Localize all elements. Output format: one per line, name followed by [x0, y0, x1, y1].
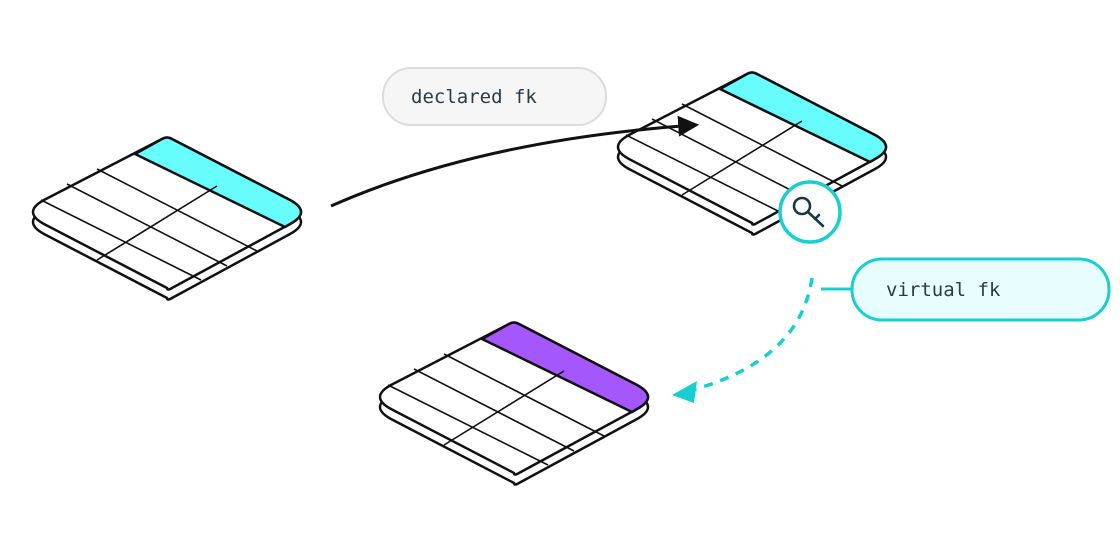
- virtual-fk-arrow: [691, 277, 814, 392]
- declared-fk-pill: [382, 67, 607, 126]
- virtual-fk-arrowhead: [672, 381, 697, 403]
- table-top-right: [616, 71, 888, 236]
- table-left-header-fill: [133, 136, 303, 229]
- declared-fk-label: declared fk: [382, 67, 607, 126]
- table-bottom-grid: [387, 353, 605, 466]
- table-bottom-header-fill: [480, 321, 650, 414]
- virtual-fk-pill: [850, 257, 1111, 322]
- virtual-fk-label: virtual fk: [850, 257, 1111, 322]
- virtual-fk-text: virtual fk: [886, 279, 1001, 301]
- table-bottom: [378, 321, 650, 486]
- table-top-right-header-fill: [718, 71, 888, 164]
- key-icon: [792, 196, 825, 228]
- table-left-grid: [40, 168, 258, 281]
- key-badge-circle: [778, 180, 842, 244]
- table-left: [31, 136, 303, 301]
- key-badge: [778, 180, 842, 244]
- declared-fk-arrow: [330, 115, 700, 208]
- declared-fk-text: declared fk: [411, 86, 537, 108]
